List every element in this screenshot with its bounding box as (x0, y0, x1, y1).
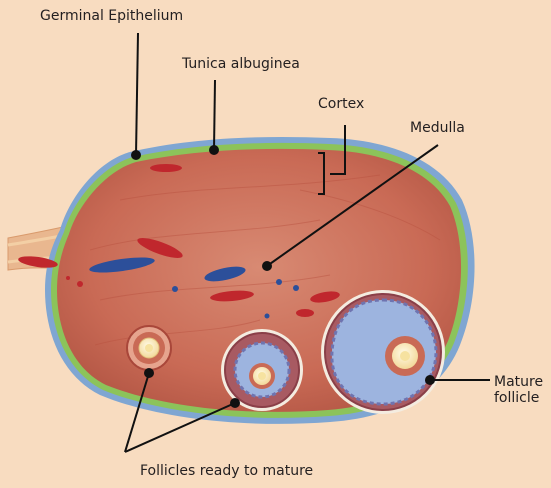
label-cortex: Cortex (318, 96, 364, 112)
small-follicle-left (127, 326, 171, 370)
label-follicles-ready: Follicles ready to mature (140, 463, 313, 479)
mature-follicle-shape (321, 290, 445, 414)
label-tunica-albuginea: Tunica albuginea (182, 56, 300, 72)
label-medulla: Medulla (410, 120, 465, 136)
label-mature-follicle-line1: Mature (494, 374, 543, 390)
label-germinal-epithelium: Germinal Epithelium (40, 8, 183, 24)
label-mature-follicle: Mature follicle (494, 374, 543, 406)
label-mature-follicle-line2: follicle (494, 390, 543, 406)
